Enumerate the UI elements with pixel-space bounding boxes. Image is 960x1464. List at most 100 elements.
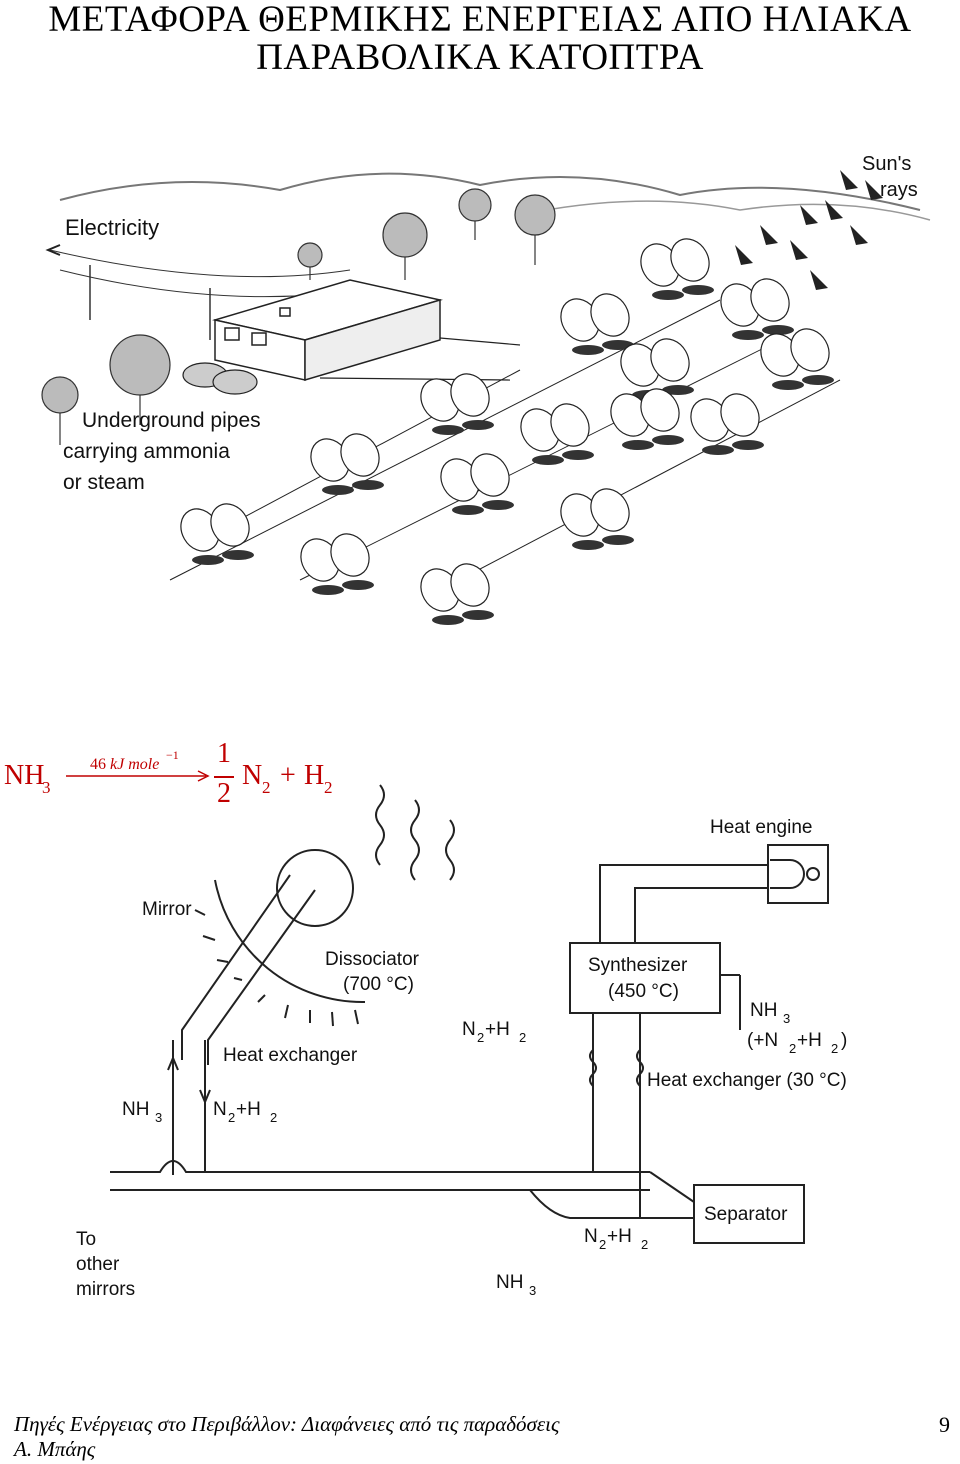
dissociator-label: Dissociator (325, 949, 420, 970)
parabolic-dish-icon (340, 433, 380, 477)
dish-shadow (652, 290, 684, 300)
nh3-label-left: NH 3 (122, 1099, 162, 1125)
parabolic-dish-icon (450, 373, 490, 417)
storage-tank-icon (182, 362, 258, 395)
svg-text:+H: +H (797, 1030, 822, 1051)
eq-product2-sub: 2 (324, 778, 333, 797)
parabolic-dish-icon (590, 293, 630, 337)
pipes-label-2: carrying ammonia (63, 440, 230, 463)
dish-shadow (192, 555, 224, 565)
dish-shadow (432, 615, 464, 625)
eq-product1-sub: 2 (262, 778, 271, 797)
dish-shadow (432, 425, 464, 435)
parabolic-dish-icon (720, 393, 760, 437)
tree-icon (41, 188, 556, 445)
svg-text:N: N (213, 1099, 227, 1120)
dish-shadow (702, 445, 734, 455)
svg-text:N: N (462, 1019, 476, 1040)
eq-energy-unit: kJ mole (110, 756, 160, 773)
dish-shadow (622, 440, 654, 450)
parabolic-dish-icon (790, 328, 830, 372)
dissociation-equation: NH 3 46 kJ mole −1 1 2 N 2 + H 2 (4, 738, 424, 828)
svg-text:3: 3 (155, 1110, 162, 1125)
dish-shadow (602, 535, 634, 545)
eq-fraction-bar (214, 776, 234, 778)
synthesizer-label: Synthesizer (588, 955, 688, 976)
eq-energy: 46 (90, 756, 106, 773)
solar-field-illustration: Electricity Sun's rays Underground pipes (41, 153, 931, 625)
dish-shadow (572, 345, 604, 355)
svg-text:N: N (584, 1226, 598, 1247)
dissociator-temp-label: (700 °C) (343, 974, 414, 995)
page-title-line-1: ΜΕΤΑΦΟΡΑ ΘΕΡΜΙΚΗΣ ΕΝΕΡΓΕΙΑΣ ΑΠΟ ΗΛΙΑΚΑ (48, 0, 912, 40)
eq-arrow (66, 770, 210, 782)
dish-shadow (222, 550, 254, 560)
dish-shadow (682, 285, 714, 295)
svg-text:2: 2 (641, 1237, 648, 1252)
dish-shadow (732, 330, 764, 340)
svg-text:NH: NH (122, 1099, 149, 1120)
page-title-line-2: ΠΑΡΑΒΟΛΙΚΑ ΚΑΤΟΠΤΡΑ (256, 37, 704, 78)
parabolic-dish-icon (550, 403, 590, 447)
nh3-label-right: NH 3 (750, 1000, 790, 1026)
svg-text:+H: +H (236, 1099, 261, 1120)
svg-text:2: 2 (228, 1110, 235, 1125)
dish-shadow (732, 440, 764, 450)
dish-shadow (462, 420, 494, 430)
svg-text:+H: +H (607, 1226, 632, 1247)
footer: Πηγές Ενέργειας στο Περιβάλλον: Διαφάνει… (14, 1412, 560, 1462)
to-other-mirrors-label-2: other (76, 1254, 120, 1275)
svg-text:2: 2 (789, 1041, 796, 1056)
dish-shadow (662, 385, 694, 395)
dissociator-icon (276, 849, 354, 927)
power-plant-building (212, 279, 443, 382)
nh3-label-bottom: NH 3 (496, 1272, 536, 1298)
dish-shadow (342, 580, 374, 590)
heat-engine-label: Heat engine (710, 817, 812, 838)
separator-box (693, 1184, 805, 1244)
heat-engine-wheel-icon (806, 867, 820, 881)
svg-text:2: 2 (831, 1041, 838, 1056)
dish-shadow (322, 485, 354, 495)
svg-text:NH: NH (750, 1000, 777, 1021)
footer-source: Πηγές Ενέργειας στο Περιβάλλον: Διαφάνει… (14, 1412, 560, 1436)
eq-product2: H (304, 760, 325, 791)
dish-shadow (452, 505, 484, 515)
svg-text:3: 3 (783, 1011, 790, 1026)
parabolic-dish-icon (750, 278, 790, 322)
sun-rays-icon (735, 170, 883, 290)
pipes-label-1: Underground pipes (82, 409, 261, 432)
heat-exchanger-left-label: Heat exchanger (223, 1045, 358, 1066)
nh3-mixture-label: (+N 2 +H 2 ) (747, 1030, 847, 1056)
wavy-ray-icon (375, 784, 455, 881)
synthesizer-temp-label: (450 °C) (608, 981, 679, 1002)
dish-shadow (312, 585, 344, 595)
svg-text:NH: NH (496, 1272, 523, 1293)
suns-rays-label-1: Sun's (862, 153, 911, 175)
svg-text:2: 2 (477, 1030, 484, 1045)
svg-text:(+N: (+N (747, 1030, 778, 1051)
dish-shadow (532, 455, 564, 465)
mirror-arc (214, 879, 366, 1004)
dish-shadow (462, 610, 494, 620)
svg-text:3: 3 (529, 1283, 536, 1298)
pipes-label-3: or steam (63, 471, 145, 494)
parabolic-dish-icon (650, 338, 690, 382)
page-number: 9 (939, 1412, 950, 1437)
dish-shadow (802, 375, 834, 385)
n2h2-label-middle: N 2 +H 2 (462, 1019, 526, 1045)
n2h2-label-left: N 2 +H 2 (213, 1099, 277, 1125)
eq-coef-num: 1 (217, 738, 231, 769)
dish-shadow (562, 450, 594, 460)
heat-exchanger-right-label: Heat exchanger (30 °C) (647, 1070, 847, 1091)
parabolic-dish-icon (330, 533, 370, 577)
eq-energy-exp: −1 (166, 748, 179, 762)
parabolic-dish-icon (670, 238, 710, 282)
parabolic-dish-icon (640, 388, 680, 432)
svg-text:): ) (841, 1030, 847, 1051)
parabolic-dish-icon (210, 503, 250, 547)
electricity-label: Electricity (65, 215, 159, 240)
eq-plus: + (280, 760, 296, 791)
svg-text:2: 2 (519, 1030, 526, 1045)
to-other-mirrors-label-3: mirrors (76, 1279, 135, 1300)
